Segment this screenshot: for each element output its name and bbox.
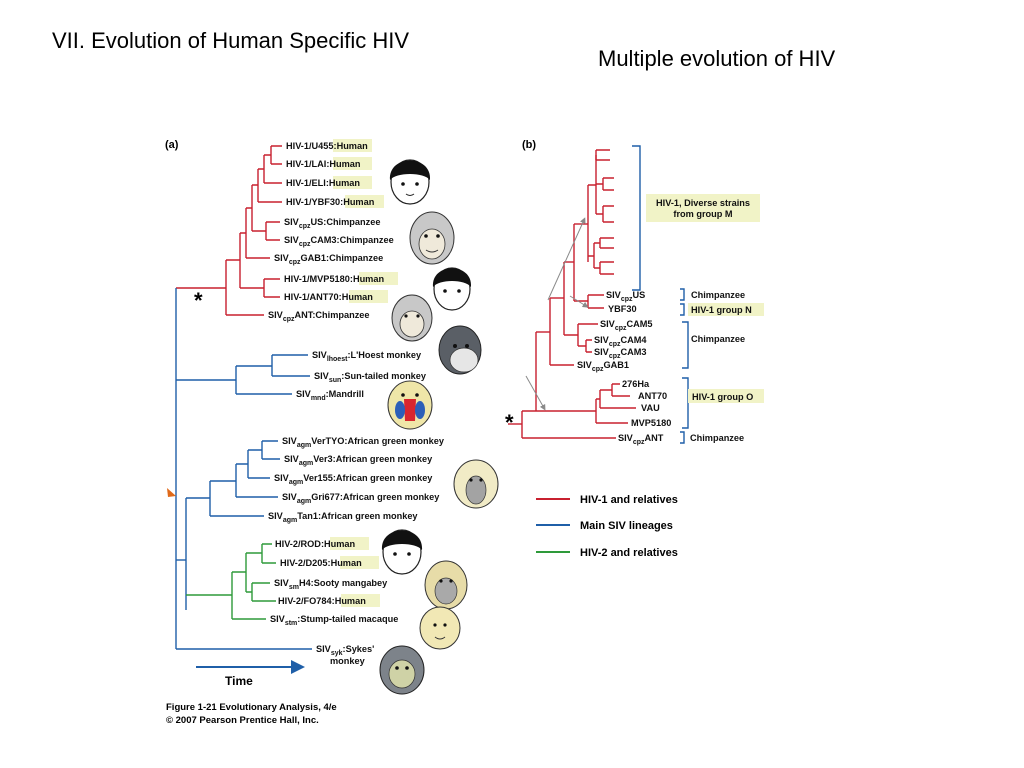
panel-a-star: * <box>194 288 203 313</box>
leaf-label: HIV-2/ROD:Human <box>275 539 356 549</box>
leaf-label: SIVcpzUS:Chimpanzee <box>284 217 380 230</box>
slide-title: VII. Evolution of Human Specific HIV <box>52 28 410 53</box>
panel-b-star: * <box>505 410 514 435</box>
leaf-label: HIV-1/YBF30:Human <box>286 197 375 207</box>
leaf-label: SIVstm:Stump-tailed macaque <box>270 614 398 627</box>
leaf-label: SIVagmVerTYO:African green monkey <box>282 436 445 449</box>
human-face-icon <box>389 159 431 205</box>
leaf-label: SIVcpzANT <box>618 433 664 446</box>
leaf-label: HIV-1/MVP5180:Human <box>284 274 384 284</box>
group-label: Chimpanzee <box>691 334 745 344</box>
leaf-label: SIVcpzCAM5 <box>600 319 653 332</box>
leaf-label: SIVsyk:Sykes' <box>316 644 374 657</box>
legend: HIV-1 and relatives Main SIV lineages HI… <box>536 494 678 559</box>
leaf-label: SIVagmTan1:African green monkey <box>268 511 418 524</box>
slide-subtitle: Multiple evolution of HIV <box>598 46 836 71</box>
group-label: Chimpanzee <box>690 433 744 443</box>
leaf-label-continued: monkey <box>330 656 366 666</box>
leaf-label: SIVcpzCAM4 <box>594 335 647 348</box>
leaf-label: VAU <box>641 403 660 413</box>
leaf-label: MVP5180 <box>631 418 671 428</box>
arrow-icon <box>525 375 546 411</box>
panel-b-label: (b) <box>522 139 536 151</box>
group-label: from group M <box>673 209 733 219</box>
monkey-face-icon <box>419 606 461 650</box>
panel-a-red-clade <box>176 145 282 316</box>
human-face-icon <box>381 529 423 575</box>
panel-a-labels: HIV-1/U455:Human HIV-1/LAI:Human HIV-1/E… <box>268 139 445 666</box>
leaf-label: SIVagmVer155:African green monkey <box>274 473 433 486</box>
chimpanzee-face-icon <box>409 211 455 265</box>
leaf-label: SIVcpzCAM3 <box>594 347 647 360</box>
leaf-label: SIVcpzGAB1 <box>577 360 629 373</box>
leaf-label: SIVcpzCAM3:Chimpanzee <box>284 235 394 248</box>
panel-b-group-labels: HIV-1, Diverse strains from group M Chim… <box>646 194 764 443</box>
leaf-label: HIV-1/U455:Human <box>286 141 368 151</box>
leaf-label: 276Ha <box>622 379 650 389</box>
panel-b-tree <box>508 149 636 439</box>
leaf-label: HIV-2/D205:Human <box>280 558 362 568</box>
legend-label: Main SIV lineages <box>580 520 673 532</box>
leaf-label: SIVcpzGAB1:Chimpanzee <box>274 253 383 266</box>
group-label: HIV-1 group N <box>691 305 752 315</box>
panel-a-label: (a) <box>165 139 179 151</box>
monkey-face-icon <box>424 560 468 610</box>
leaf-label: SIVcpzANT:Chimpanzee <box>268 310 370 323</box>
leaf-label: HIV-1/ANT70:Human <box>284 292 373 302</box>
panel-b-labels: SIVcpzUS YBF30 SIVcpzCAM5 SIVcpzCAM4 SIV… <box>577 290 671 446</box>
arrow-icon <box>547 217 586 301</box>
group-label: HIV-1 group O <box>692 392 753 402</box>
panel-a-blue-clade <box>175 288 312 650</box>
figure-copyright: © 2007 Pearson Prentice Hall, Inc. <box>166 715 319 726</box>
leaf-label: SIVcpzUS <box>606 290 645 303</box>
leaf-label: ANT70 <box>638 391 667 401</box>
time-label: Time <box>225 674 253 688</box>
leaf-label: SIVlhoest:L'Hoest monkey <box>312 350 422 363</box>
leaf-label: HIV-1/ELI:Human <box>286 178 360 188</box>
leaf-label: SIVagmGri677:African green monkey <box>282 492 440 505</box>
root-marker-icon <box>167 488 176 497</box>
leaf-label: SIVsun:Sun-tailed monkey <box>314 371 427 384</box>
leaf-label: YBF30 <box>608 304 637 314</box>
human-face-icon <box>432 267 472 311</box>
group-label: HIV-1, Diverse strains <box>656 198 750 208</box>
panel-a-tree <box>175 145 312 650</box>
leaf-label: SIVmnd:Mandrill <box>296 389 364 402</box>
panel-a-green-clade <box>186 543 276 620</box>
monkey-face-icon <box>379 645 425 695</box>
legend-label: HIV-2 and relatives <box>580 547 678 559</box>
leaf-label: SIVsmH4:Sooty mangabey <box>274 578 388 591</box>
figure-caption: Figure 1-21 Evolutionary Analysis, 4/e <box>166 702 337 713</box>
leaf-label: HIV-1/LAI:Human <box>286 159 361 169</box>
monkey-face-icon <box>453 459 499 509</box>
mandrill-face-icon <box>387 380 433 430</box>
monkey-face-icon <box>438 325 482 375</box>
chimpanzee-face-icon <box>391 294 433 342</box>
leaf-label: SIVagmVer3:African green monkey <box>284 454 433 467</box>
arrow-icon <box>569 295 589 308</box>
group-label: Chimpanzee <box>691 290 745 300</box>
legend-label: HIV-1 and relatives <box>580 494 678 506</box>
leaf-label: HIV-2/FO784:Human <box>278 596 366 606</box>
